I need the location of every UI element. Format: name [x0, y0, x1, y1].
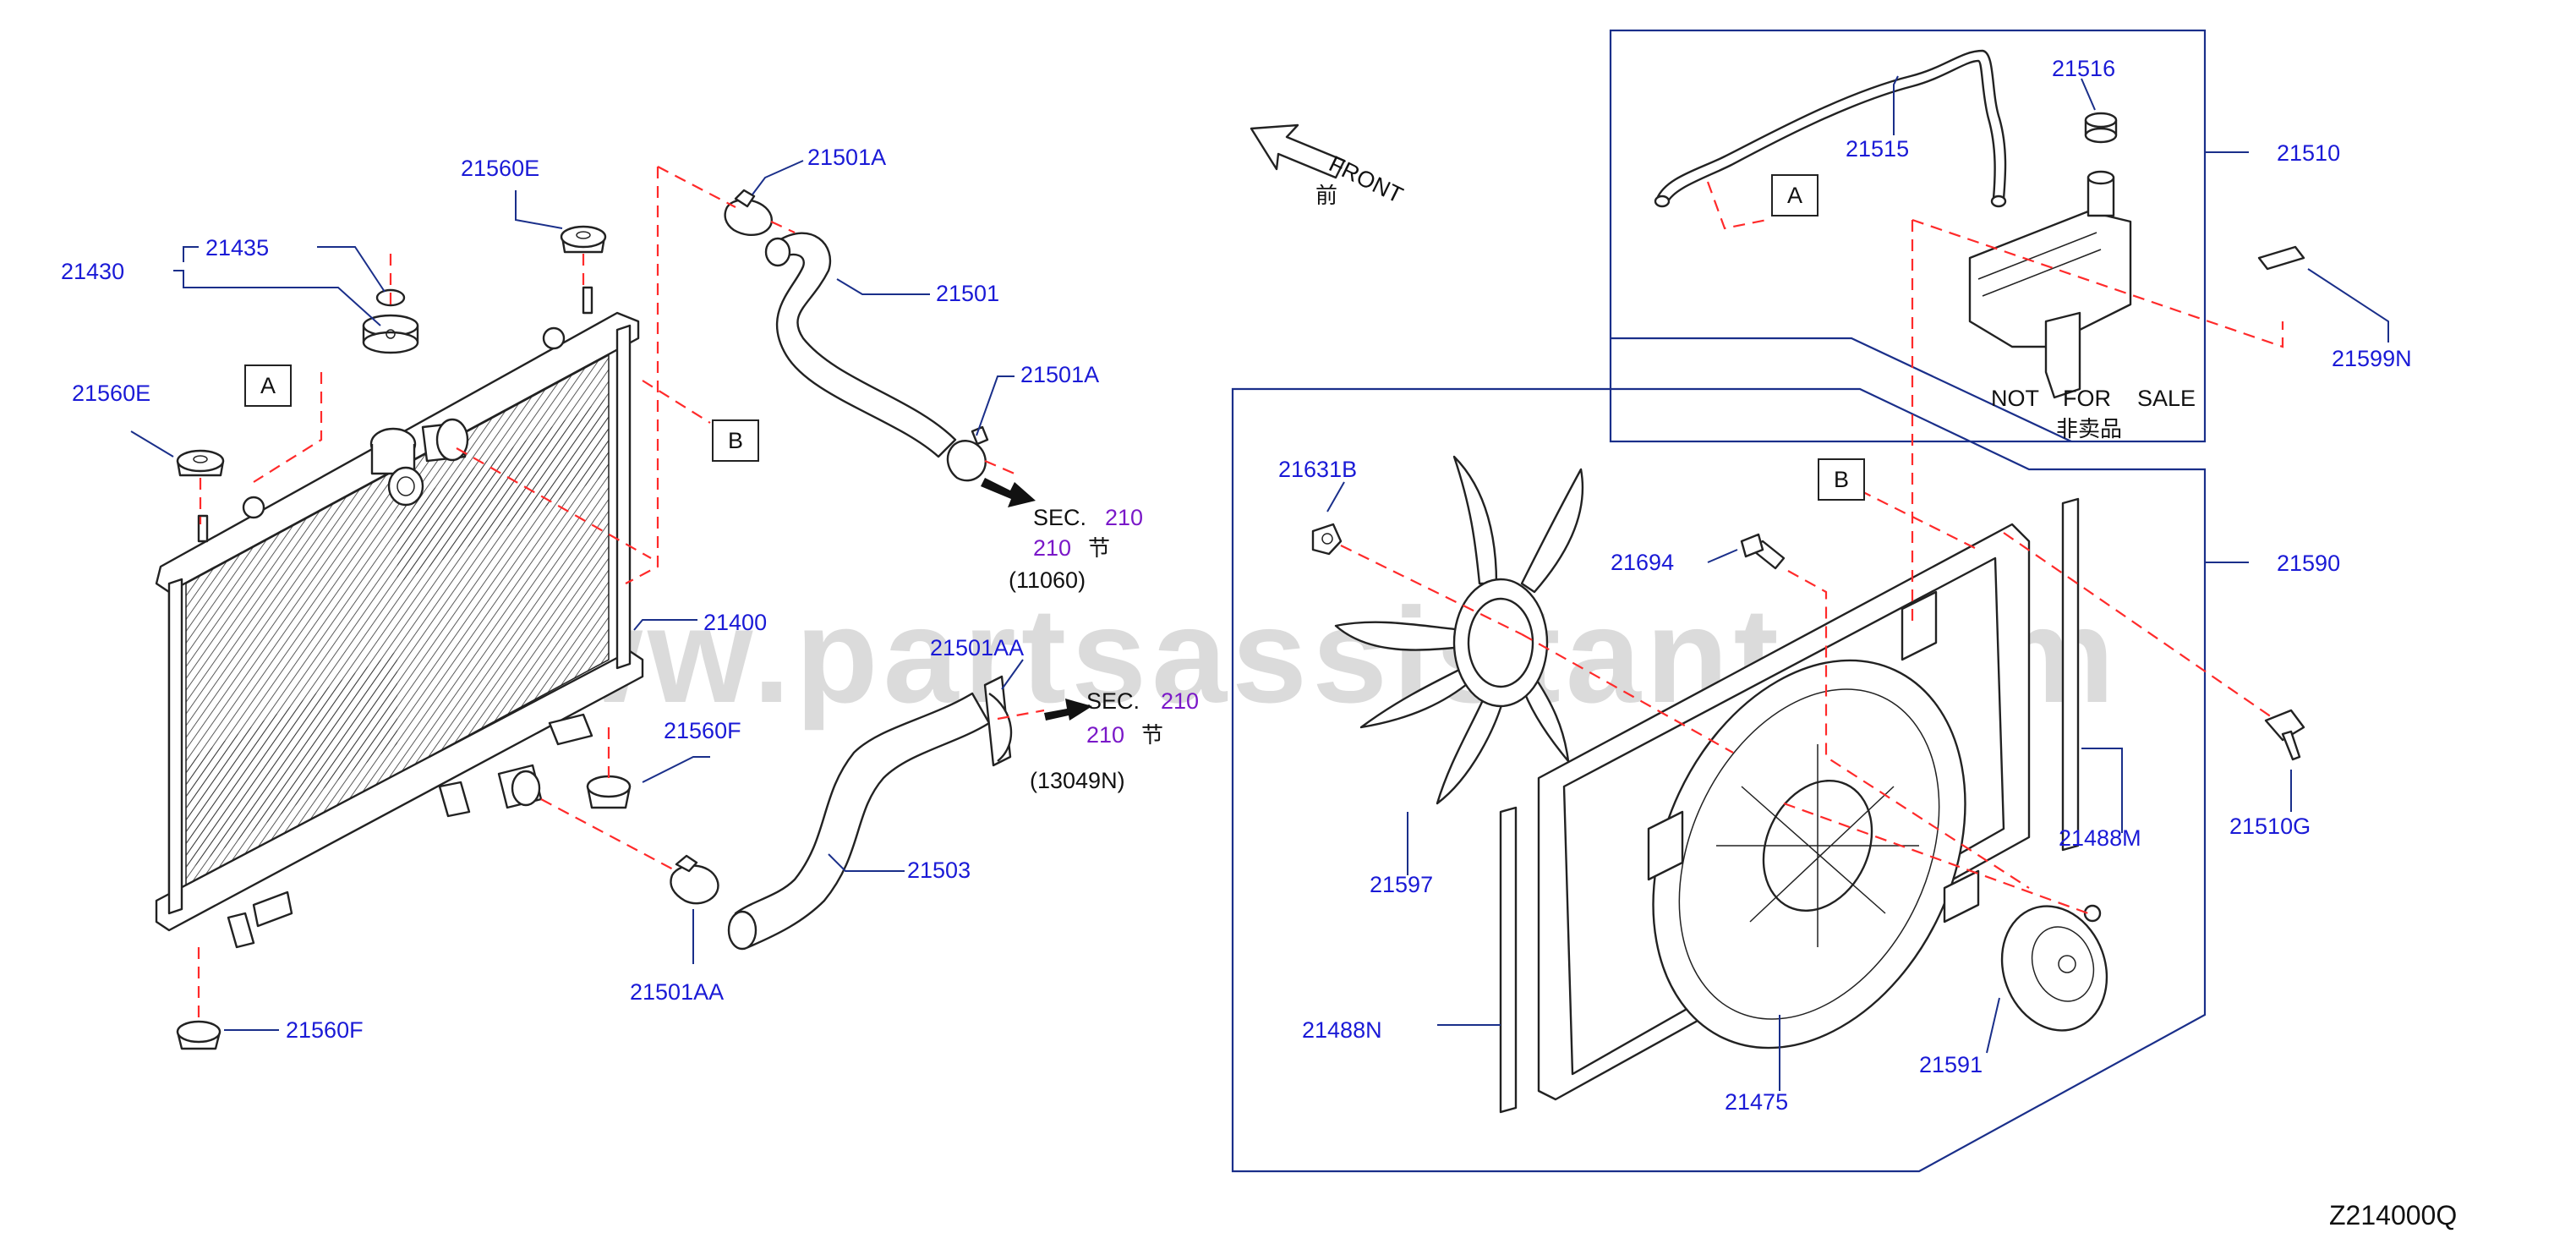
part-label-21599N[interactable]: 21599N: [2332, 346, 2412, 371]
part-label-21501AA-top[interactable]: 21501AA: [930, 635, 1024, 660]
fan-shroud-21475: [1537, 523, 2031, 1101]
front-direction-indicator: [1250, 123, 1346, 179]
part-label-21694[interactable]: 21694: [1611, 550, 1674, 575]
part-label-21501A-mid[interactable]: 21501A: [1020, 362, 1099, 387]
part-label-21515[interactable]: 21515: [1846, 136, 1909, 162]
svg-text:节: 节: [1141, 723, 1163, 748]
svg-text:210: 210: [1105, 505, 1143, 530]
part-label-21400[interactable]: 21400: [703, 610, 767, 635]
reservoir-kit-frame-21510: [1609, 29, 2207, 443]
seal-strip-21488N: [1499, 806, 1518, 1114]
ref-box-a-right: A: [1771, 174, 1819, 216]
motor-21591: [2000, 904, 2108, 1032]
svg-text:(13049N): (13049N): [1030, 768, 1125, 793]
part-label-21591[interactable]: 21591: [1919, 1052, 1983, 1077]
overflow-hose-21515: [1654, 49, 2007, 208]
part-label-21560F-mid[interactable]: 21560F: [664, 718, 741, 743]
part-label-21560E-left[interactable]: 21560E: [72, 381, 150, 406]
cooling-fan-21597: [1334, 455, 1584, 805]
part-label-21590[interactable]: 21590: [2277, 551, 2340, 576]
not-for-sale-word-3: SALE: [2137, 386, 2196, 411]
part-label-21503[interactable]: 21503: [907, 858, 971, 883]
nut-21631B: [1311, 523, 1343, 556]
part-label-21560F-bottom[interactable]: 21560F: [286, 1017, 364, 1043]
svg-text:210: 210: [1086, 722, 1124, 748]
svg-text:B: B: [728, 428, 743, 453]
svg-text:210: 210: [1033, 535, 1071, 561]
mount-bushing-21560F-bottom: [176, 1020, 222, 1050]
part-label-21501[interactable]: 21501: [936, 281, 999, 306]
svg-text:A: A: [260, 373, 276, 398]
hose-clamp-21501A-mid: [946, 425, 989, 482]
sec-ref-upper[interactable]: SEC. 210 210 节 (11060): [1009, 505, 1143, 593]
ref-box-b-right: B: [1818, 458, 1865, 501]
part-label-21435[interactable]: 21435: [205, 235, 269, 260]
diagram-code: Z214000Q: [2329, 1200, 2457, 1230]
part-label-21631B[interactable]: 21631B: [1278, 457, 1357, 482]
svg-text:SEC.: SEC.: [1086, 688, 1140, 714]
hose-clamp-21501AA-bottom: [670, 854, 719, 905]
hose-clamp-21501A-top: [724, 189, 773, 237]
svg-text:(11060): (11060): [1009, 567, 1086, 593]
part-label-21560E-top[interactable]: 21560E: [461, 156, 539, 181]
mount-bushing-21560E-top: [560, 225, 607, 254]
part-label-21488M[interactable]: 21488M: [2059, 825, 2141, 851]
radiator-21400: [155, 286, 644, 949]
part-label-21501AA-bottom[interactable]: 21501AA: [630, 979, 724, 1005]
part-label-21516[interactable]: 21516: [2052, 56, 2115, 81]
not-for-sale-word-1: NOT: [1991, 386, 2039, 411]
ref-box-a-left: A: [244, 364, 292, 407]
svg-text:节: 节: [1088, 536, 1110, 562]
seal-strip-21488M: [2061, 497, 2080, 852]
svg-text:210: 210: [1161, 688, 1199, 714]
svg-text:B: B: [1834, 467, 1849, 492]
reservoir-tank-21510: [1968, 170, 2132, 399]
hose-clamp-21501AA-top: [983, 675, 1013, 767]
ref-box-b-left: B: [712, 419, 759, 462]
upper-hose-21501: [764, 232, 957, 458]
bolt-21510G: [2264, 709, 2305, 761]
svg-text:A: A: [1787, 183, 1802, 208]
label-21599N: [2257, 245, 2305, 271]
bolt-21694: [1740, 533, 1786, 570]
leader-lines: [130, 75, 2389, 1091]
part-label-21510G[interactable]: 21510G: [2229, 814, 2311, 839]
svg-text:SEC.: SEC.: [1033, 505, 1086, 530]
flow-arrow-upper: [981, 478, 1036, 507]
not-for-sale-cn: 非卖品: [2056, 417, 2122, 442]
reservoir-cap-21516: [2084, 112, 2118, 144]
fan-kit-frame-21590: [1231, 387, 2207, 1173]
part-label-21430[interactable]: 21430: [61, 259, 124, 284]
reservoir-frame-divider: [1611, 337, 2072, 442]
part-label-21488N[interactable]: 21488N: [1302, 1017, 1382, 1043]
part-label-21475[interactable]: 21475: [1725, 1089, 1788, 1115]
front-label-cn: 前: [1315, 184, 1337, 209]
not-for-sale-word-2: FOR: [2063, 386, 2111, 411]
mount-bushing-21560F-mid: [586, 775, 632, 809]
mount-bushing-21560E-left: [176, 449, 225, 477]
sec-ref-lower[interactable]: SEC. 210 210 节 (13049N): [1030, 688, 1199, 793]
radiator-cap-21430: [362, 288, 419, 354]
lower-hose-21503: [727, 692, 991, 951]
part-label-21597[interactable]: 21597: [1370, 872, 1433, 897]
part-label-21510[interactable]: 21510: [2277, 140, 2340, 166]
part-label-21501A-top[interactable]: 21501A: [807, 145, 886, 170]
flow-arrow-lower: [1044, 699, 1092, 721]
alignment-lines: [197, 166, 2284, 1023]
